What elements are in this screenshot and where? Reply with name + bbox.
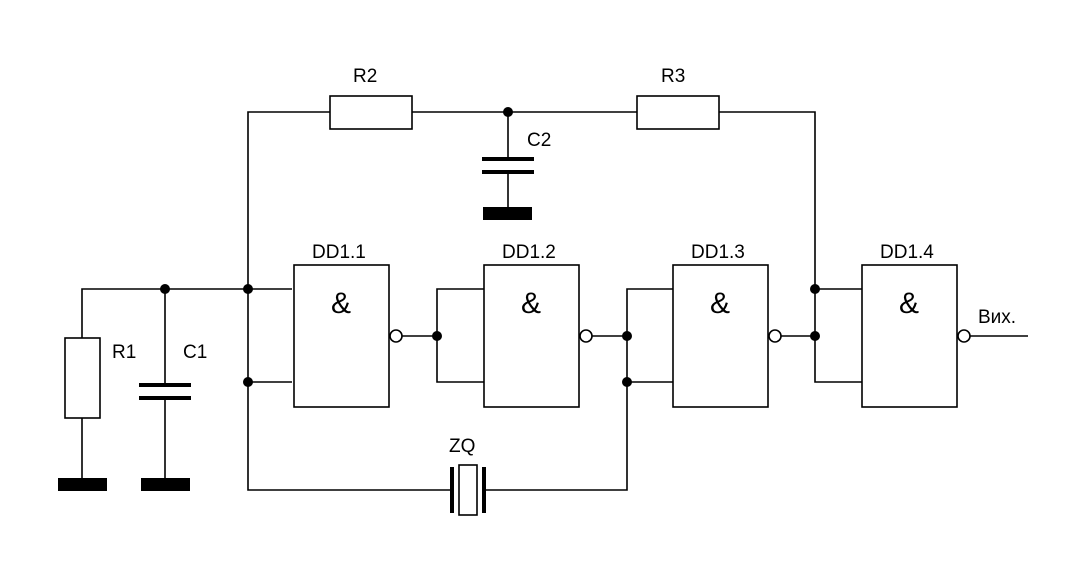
- junction-r3: [810, 284, 820, 294]
- gate-dd1-2-body: [483, 264, 580, 408]
- wire-zq-left: [247, 289, 450, 491]
- label-zq: ZQ: [449, 436, 475, 457]
- gate-dd1-3-body: [672, 264, 769, 408]
- label-r3: R3: [661, 66, 685, 87]
- ground-c2: [483, 207, 532, 220]
- gate-dd1-4-symbol: &: [899, 287, 919, 320]
- junction-dd13-in: [622, 331, 632, 341]
- feedback-network: R2 R3 C2: [247, 66, 816, 289]
- label-c1: C1: [183, 342, 207, 363]
- junction-dots: [160, 107, 820, 387]
- gate-dd1-1-label: DD1.1: [312, 242, 366, 263]
- resistor-r2: [329, 95, 413, 130]
- wire-dd14-inputs: [814, 288, 862, 383]
- gate-dd1-2-symbol: &: [521, 287, 541, 320]
- wire-r3-right: [719, 111, 816, 288]
- ground-c1: [141, 478, 190, 491]
- gate-dd1-2-inversion-bubble: [579, 329, 593, 343]
- gate-dd1-2: DD1.2 &: [483, 242, 593, 408]
- gate-dd1-3-inversion-bubble: [768, 329, 782, 343]
- gate-dd1-4: DD1.4 &: [861, 242, 971, 408]
- ground-r1: [58, 478, 107, 491]
- gate-dd1-4-label: DD1.4: [880, 242, 934, 263]
- resistor-r1: [64, 337, 101, 419]
- junction-zq-right: [622, 377, 632, 387]
- gate-dd1-3-symbol: &: [710, 287, 730, 320]
- label-c2: C2: [527, 130, 551, 151]
- junction-dd14-in: [810, 331, 820, 341]
- junction-dd11-in2: [243, 377, 253, 387]
- crystal-network: ZQ: [247, 289, 628, 516]
- gate-dd1-1-body: [293, 264, 390, 408]
- gate-dd1-3-label: DD1.3: [691, 242, 745, 263]
- junction-dd11-in1: [243, 284, 253, 294]
- gate-dd1-4-body: [861, 264, 958, 408]
- gate-dd1-1: DD1.1 &: [293, 242, 403, 408]
- junction-c1: [160, 284, 170, 294]
- input-network: R1 C1: [58, 288, 292, 491]
- gate-dd1-3: DD1.3 &: [672, 242, 782, 408]
- gate-dd1-4-inversion-bubble: [957, 329, 971, 343]
- wire-input-bus: [81, 288, 292, 338]
- wire-dd12-inputs: [436, 288, 484, 383]
- junction-c2: [503, 107, 513, 117]
- label-r1: R1: [112, 342, 136, 363]
- resistor-r3: [636, 95, 720, 130]
- output-label: Вих.: [978, 307, 1016, 328]
- crystal-zq-body: [458, 464, 478, 516]
- gate-dd1-1-symbol: &: [331, 287, 351, 320]
- label-r2: R2: [353, 66, 377, 87]
- wire-zq-right: [486, 382, 628, 491]
- wire-r2-left: [247, 111, 330, 289]
- junction-dd12-in: [432, 331, 442, 341]
- gate-dd1-2-label: DD1.2: [502, 242, 556, 263]
- gate-dd1-1-inversion-bubble: [389, 329, 403, 343]
- wire-dd13-inputs: [626, 288, 673, 383]
